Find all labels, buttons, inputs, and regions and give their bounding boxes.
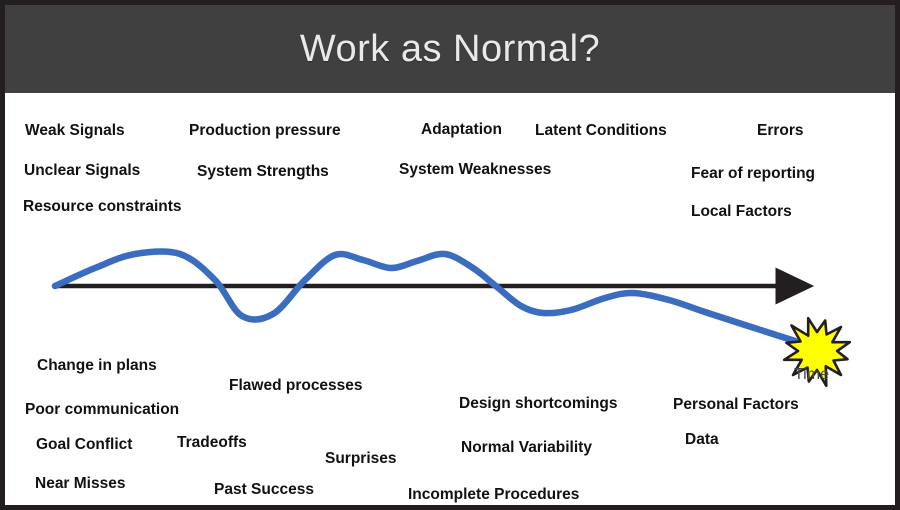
factor-label: Production pressure [189, 122, 341, 139]
factor-label: Flawed processes [229, 377, 363, 394]
factor-label: Tradeoffs [177, 434, 247, 451]
factor-label: Unclear Signals [24, 162, 141, 179]
factor-label: Incomplete Procedures [408, 486, 580, 503]
variability-curve [51, 248, 799, 345]
factor-label: Near Misses [35, 475, 126, 492]
factor-label: Past Success [214, 481, 314, 498]
factor-label: Weak Signals [25, 122, 125, 139]
factor-label: Latent Conditions [535, 122, 667, 139]
factor-label: Adaptation [421, 121, 502, 138]
factor-label: Local Factors [691, 203, 792, 220]
factor-label: Change in plans [37, 357, 157, 374]
factor-label: Errors [757, 122, 804, 139]
factor-label: Design shortcomings [459, 395, 618, 412]
time-axis-diagram [51, 248, 852, 388]
factor-label: Data [685, 431, 719, 448]
factor-label: System Strengths [197, 163, 329, 180]
factor-label: Normal Variability [461, 439, 592, 456]
factor-label: Goal Conflict [36, 436, 133, 453]
slide-header: Work as Normal? [5, 5, 895, 93]
factor-label: Personal Factors [673, 396, 799, 413]
factor-label: System Weaknesses [399, 161, 552, 178]
factor-label: Fear of reporting [691, 165, 816, 182]
factor-label: Surprises [325, 450, 397, 467]
factor-label: Resource constraints [23, 198, 182, 215]
page-title: Work as Normal? [299, 28, 601, 70]
time-axis-label: Time [794, 366, 829, 383]
factor-label: Poor communication [25, 401, 180, 418]
slide-body: Weak Signals Production pressure Adaptatio… [5, 93, 895, 505]
